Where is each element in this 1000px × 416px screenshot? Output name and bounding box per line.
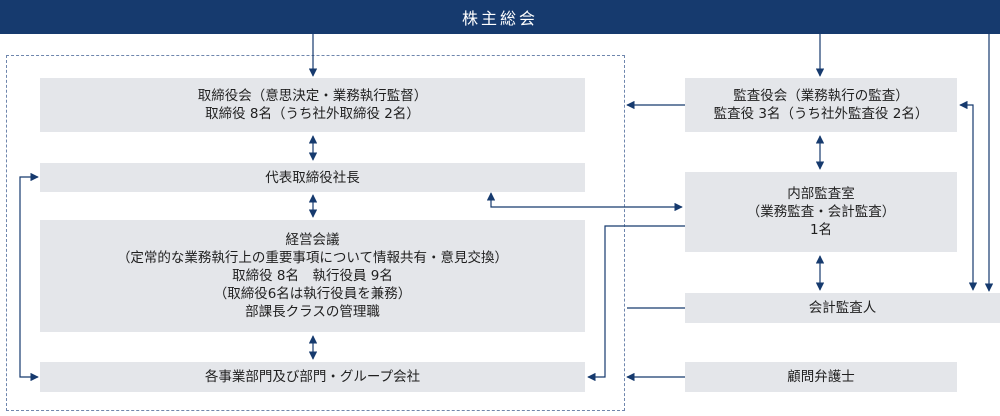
management-meeting-title: 経営会議 [285,232,340,248]
audit-board-box: 監査役会（業務執行の監査） 監査役 3名（うち社外監査役 2名） [685,78,957,132]
accounting-auditor-box: 会計監査人 [685,293,1000,323]
audit-board-members: 監査役 3名（うち社外監査役 2名） [713,106,929,122]
arrow-internal-audit-to-divisions [587,225,685,382]
audit-board-title: 監査役会（業務執行の監査） [733,88,909,104]
management-meeting-box: 経営会議 （定常的な業務執行上の重要事項について情報共有・意見交換） 取締役 8… [40,220,585,332]
internal-audit-count: 1名 [809,222,833,238]
arrow-president-divisions-loop [19,172,39,382]
arrow-president-internal-audit [486,192,683,212]
management-meeting-managers: 部課長クラスの管理職 [245,304,380,320]
internal-audit-title: 内部監査室 [787,186,855,202]
internal-audit-box: 内部監査室 （業務監査・会計監査） 1名 [685,172,957,252]
shareholders-meeting-bar: 株主総会 [0,0,1000,34]
president-label: 代表取締役社長 [265,169,360,186]
arrow-audit-board-accounting-auditor [959,100,978,291]
shareholders-meeting-label: 株主総会 [461,9,538,28]
management-meeting-note: （取締役6名は執行役員を兼務） [213,286,412,302]
executive-region-frame [6,55,625,411]
internal-audit-scope: （業務監査・会計監査） [746,204,896,220]
accounting-auditor-label: 会計監査人 [808,300,877,316]
management-meeting-purpose: （定常的な業務執行上の重要事項について情報共有・意見交換） [116,250,509,266]
legal-advisor-box: 顧問弁護士 [685,362,957,392]
legal-advisor-label: 顧問弁護士 [787,369,855,385]
board-title: 取締役会（意思決定・業務執行監督） [197,88,428,104]
divisions-label: 各事業部門及び部門・グループ会社 [204,369,421,385]
divisions-box: 各事業部門及び部門・グループ会社 [40,362,585,392]
management-meeting-members: 取締役 8名 執行役員 9名 [232,268,393,284]
board-members: 取締役 8名（うち社外取締役 2名） [205,106,420,122]
board-of-directors-box: 取締役会（意思決定・業務執行監督） 取締役 8名（うち社外取締役 2名） [40,78,585,132]
president-box: 代表取締役社長 [40,163,585,192]
